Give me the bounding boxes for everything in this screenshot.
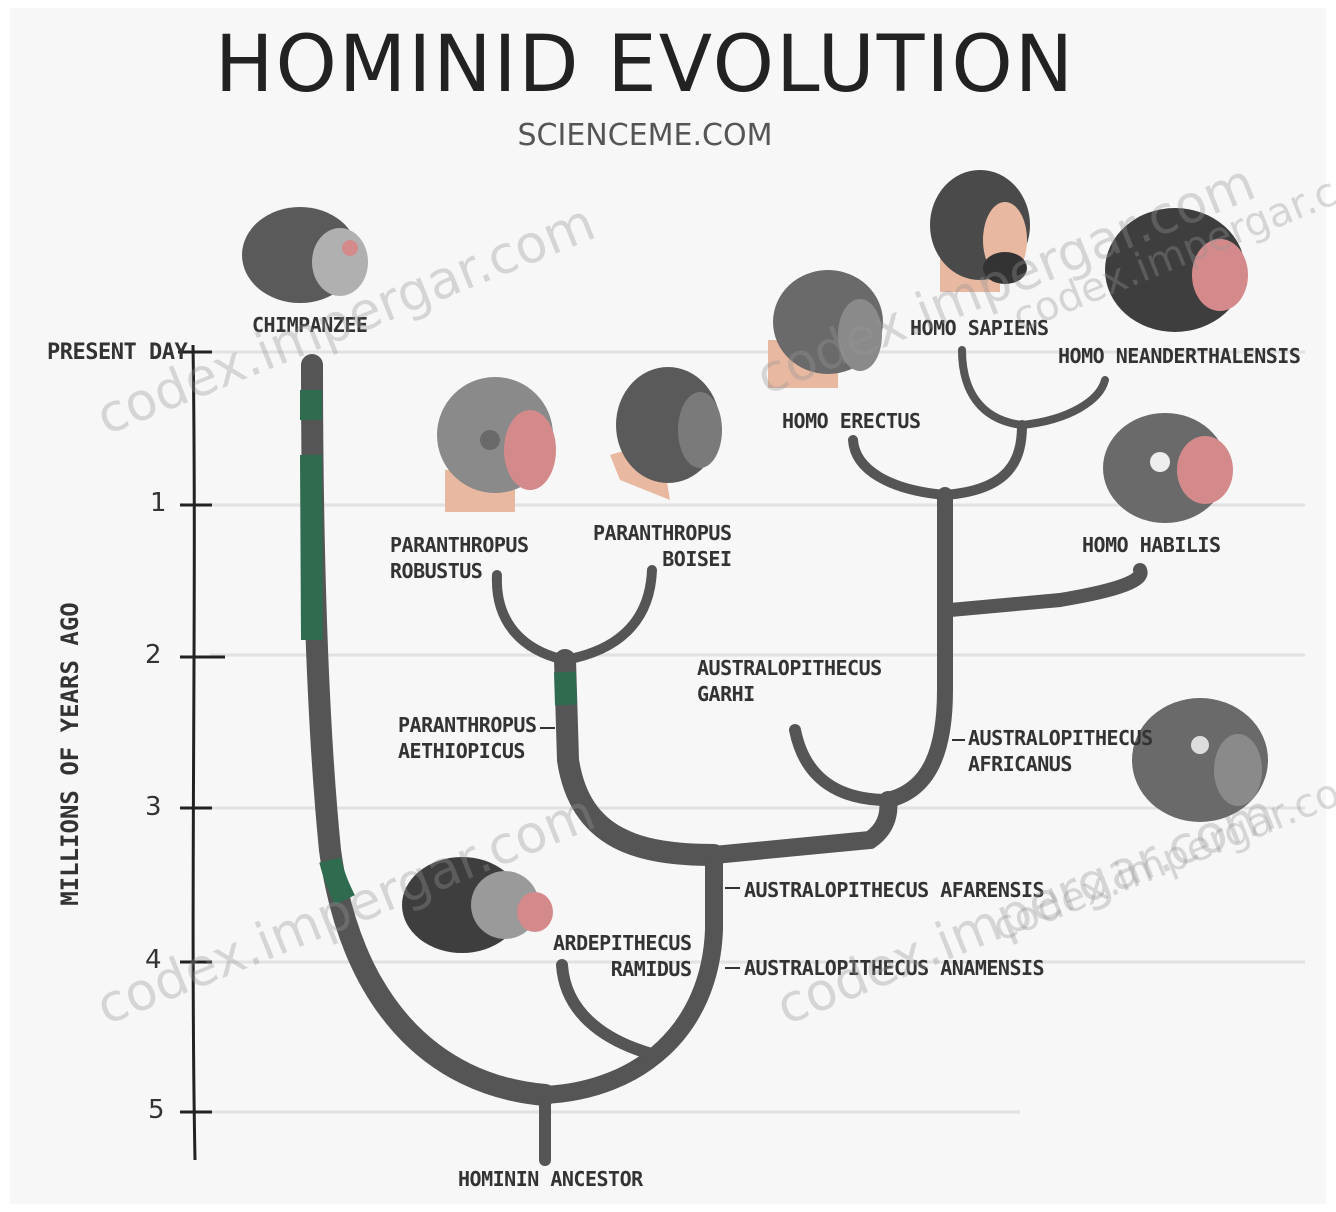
chimpanzee-head-icon	[242, 207, 368, 303]
branch-paranthropus-stem	[565, 660, 714, 855]
label-ramidus-line2: RAMIDUS	[553, 956, 692, 982]
label-australopithecus-garhi: AUSTRALOPITHECUS GARHI	[697, 655, 882, 707]
ardipithecus-head-icon	[402, 857, 553, 953]
label-boisei-line2: BOISEI	[593, 546, 732, 572]
label-paranthropus-boisei: PARANTHROPUS BOISEI	[593, 520, 732, 572]
time-axis	[178, 345, 225, 1160]
label-ardepithecus-ramidus: ARDEPITHECUS RAMIDUS	[553, 930, 692, 982]
label-boisei-line1: PARANTHROPUS	[593, 520, 732, 546]
robustus-head-icon	[437, 377, 556, 512]
axis-tick-label-4: 4	[145, 945, 162, 975]
boisei-head-icon	[610, 367, 722, 500]
branch-erectus	[853, 440, 945, 495]
label-homo-sapiens: HOMO SAPIENS	[910, 315, 1049, 341]
label-garhi-line2: GARHI	[697, 681, 882, 707]
axis-tick-label-present: PRESENT DAY	[47, 340, 187, 366]
label-australopithecus-africanus: AUSTRALOPITHECUS AFRICANUS	[968, 725, 1153, 777]
label-hominin-ancestor: HOMININ ANCESTOR	[458, 1166, 643, 1192]
label-homo-erectus: HOMO ERECTUS	[782, 408, 921, 434]
branch-robustus	[497, 575, 565, 660]
branch-sapiens	[962, 350, 1022, 425]
sapiens-head-icon	[930, 170, 1030, 292]
label-paranthropus-aethiopicus: PARANTHROPUS AETHIOPICUS	[398, 712, 537, 764]
axis-tick-label-2: 2	[145, 640, 162, 670]
neanderthal-head-icon	[1105, 208, 1248, 332]
label-garhi-line1: AUSTRALOPITHECUS	[697, 655, 882, 681]
branch-habilis	[950, 570, 1141, 610]
label-paranthropus-robustus: PARANTHROPUS ROBUSTUS	[390, 532, 529, 584]
label-aethiopicus-line1: PARANTHROPUS	[398, 712, 537, 738]
branch-homo-stem	[888, 495, 945, 800]
axis-tick-label-3: 3	[145, 792, 162, 822]
axis-tick-label-1: 1	[150, 488, 167, 518]
axis-line	[193, 345, 195, 1160]
highlight-aethiopicus	[565, 672, 566, 705]
highlight-chimp-mid	[311, 455, 312, 640]
branch-sapiens-stem	[945, 425, 1022, 495]
label-homo-neanderthalensis: HOMO NEANDERTHALENSIS	[1058, 343, 1300, 369]
label-aethiopicus-line2: AETHIOPICUS	[398, 738, 537, 764]
axis-title: MILLIONS OF YEARS AGO	[56, 564, 84, 944]
label-homo-habilis: HOMO HABILIS	[1082, 532, 1221, 558]
branch-boisei	[565, 570, 652, 660]
label-australopithecus-anamensis: AUSTRALOPITHECUS ANAMENSIS	[744, 955, 1044, 981]
branch-neanderthal	[1022, 380, 1105, 425]
highlight-chimp-low	[330, 860, 345, 900]
erectus-head-icon	[768, 270, 883, 388]
label-ramidus-line1: ARDEPITHECUS	[553, 930, 692, 956]
label-robustus-line2: ROBUSTUS	[390, 558, 529, 584]
label-africanus-line1: AUSTRALOPITHECUS	[968, 725, 1153, 751]
label-africanus-line2: AFRICANUS	[968, 751, 1153, 777]
label-chimpanzee: CHIMPANZEE	[252, 312, 367, 338]
label-australopithecus-afarensis: AUSTRALOPITHECUS AFARENSIS	[744, 877, 1044, 903]
label-robustus-line1: PARANTHROPUS	[390, 532, 529, 558]
branch-garhi	[795, 730, 888, 800]
axis-tick-label-5: 5	[148, 1095, 165, 1125]
